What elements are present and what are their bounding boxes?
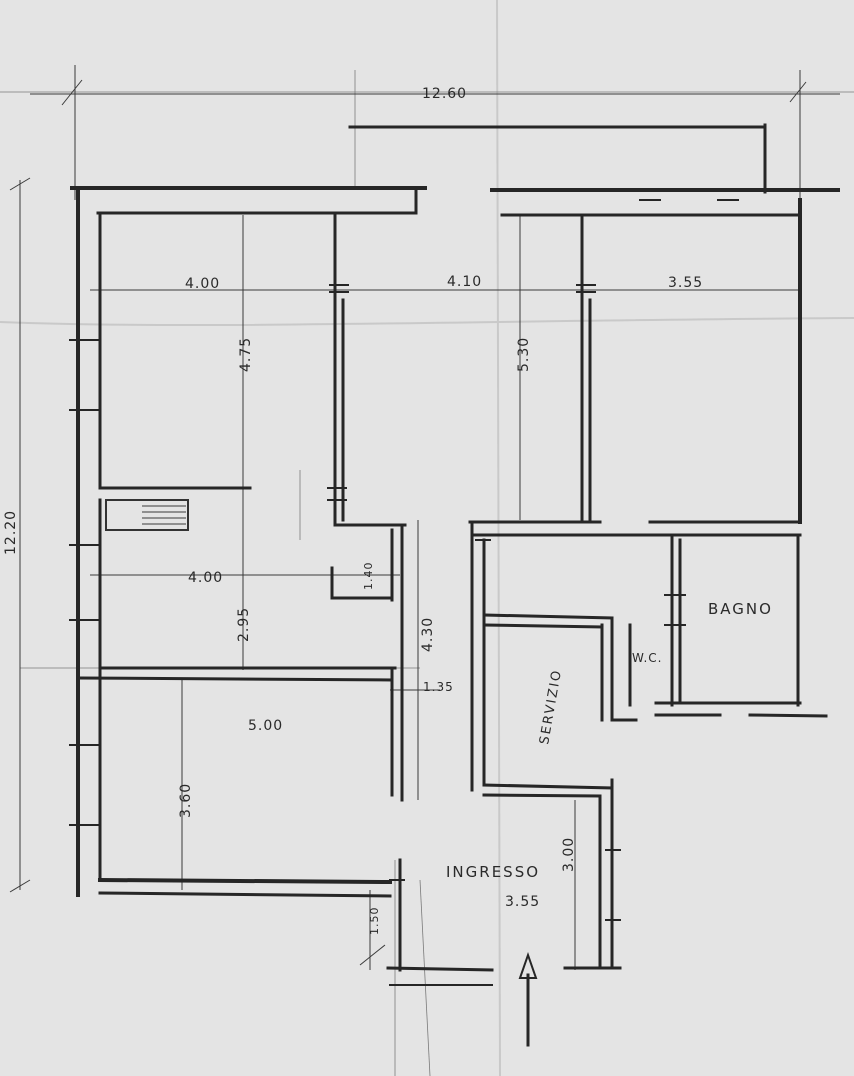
wc-label: W.C.: [632, 651, 663, 665]
entrance-arrow-icon: [518, 951, 538, 1047]
room5-depth-label: 3.60: [178, 783, 194, 818]
corridor-width-label: 1.35: [423, 680, 454, 694]
room3-width-label: 3.55: [668, 275, 703, 291]
ingresso-label: INGRESSO: [446, 863, 540, 881]
room1-width-label: 4.00: [185, 276, 220, 292]
corridor-depth-label: 4.30: [420, 617, 436, 652]
room4-width-label: 4.00: [188, 570, 223, 586]
room4-depth-label: 2.95: [236, 607, 252, 642]
walls: [70, 123, 840, 986]
bagno-label: BAGNO: [708, 600, 773, 618]
overall-height-label: 12.20: [3, 510, 19, 555]
servizio-label: SERVIZIO: [537, 668, 565, 746]
ingresso-width-label: 3.55: [505, 894, 540, 910]
dimension-lines: [9, 65, 840, 970]
room2-depth-label: 5.30: [516, 337, 532, 372]
door-marks: [69, 199, 739, 921]
room1-depth-label: 4.75: [238, 337, 254, 372]
room5-width-label: 5.00: [248, 718, 283, 734]
ingresso-depth-label: 3.00: [561, 837, 577, 872]
hatch-element: [105, 499, 189, 531]
overall-width-label: 12.60: [422, 86, 467, 102]
front-width-label: 1.50: [368, 907, 381, 936]
closet-label: 1.40: [362, 562, 375, 591]
construction-lines: [0, 70, 854, 1076]
room2-width-label: 4.10: [447, 274, 482, 290]
